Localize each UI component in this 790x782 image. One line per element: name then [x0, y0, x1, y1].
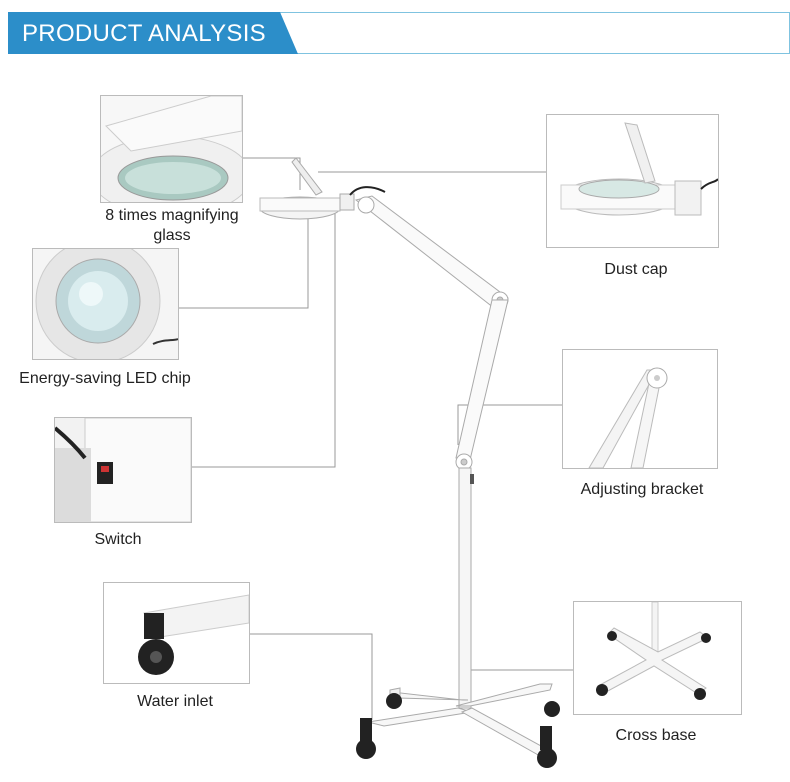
thumb-base [573, 601, 742, 715]
caption-base: Cross base [615, 727, 697, 744]
magnifier-image [101, 96, 242, 202]
dustcap-image [547, 115, 718, 247]
thumb-wheel [103, 582, 250, 684]
switch-image [55, 418, 191, 522]
wheel [356, 739, 376, 759]
caption-magnifier: 8 times magnifying glass [105, 207, 239, 244]
connector-switch [190, 205, 336, 468]
page-title: PRODUCT ANALYSIS [22, 20, 266, 47]
caption-wheel: Water inlet [137, 693, 213, 710]
lamp-pole [458, 467, 474, 709]
caption-switch: Switch [94, 531, 142, 548]
thumb-magnifier [100, 95, 243, 203]
lamp-head [259, 157, 386, 220]
connector-magnifier [242, 157, 301, 190]
thumb-led [32, 248, 179, 360]
wheel [386, 693, 402, 709]
led-image [33, 249, 178, 359]
caption-dustcap: Dust cap [604, 261, 668, 278]
base-image [574, 602, 741, 714]
caption-led: Energy-saving LED chip [19, 370, 191, 387]
caption-bracket: Adjusting bracket [580, 481, 704, 498]
bracket-image [563, 350, 717, 468]
power-switch-icon [97, 462, 113, 484]
wheel-mount [540, 726, 552, 750]
wheel [537, 748, 557, 768]
header-banner: PRODUCT ANALYSIS [0, 12, 790, 54]
wheel-mount [360, 718, 372, 742]
wheel [544, 701, 560, 717]
header-tab [8, 12, 298, 54]
thumb-switch [54, 417, 192, 523]
thumb-dustcap [546, 114, 719, 248]
thumb-bracket [562, 349, 718, 469]
connector-base [469, 669, 573, 690]
connector-bracket [457, 404, 562, 445]
connector-led [178, 215, 309, 309]
lamp-arms [354, 195, 509, 471]
connector-wheel [248, 633, 373, 720]
wheel-image [104, 583, 249, 683]
lamp-wheels [356, 693, 560, 768]
